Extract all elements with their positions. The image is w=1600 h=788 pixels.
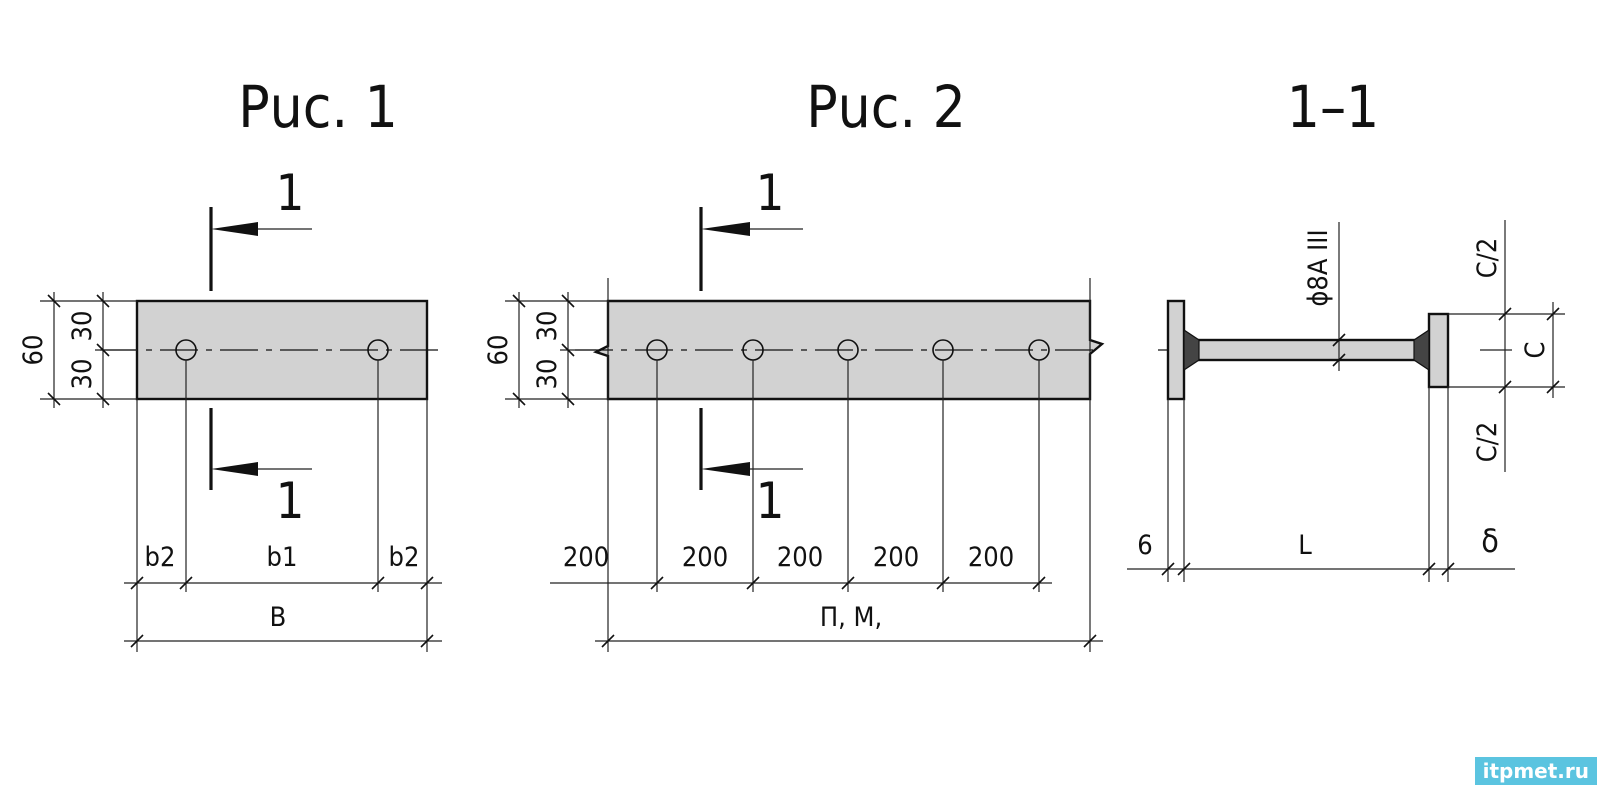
height-label: 60 <box>18 335 49 366</box>
vertical-dimensions: C/2 C C/2 <box>1448 220 1565 472</box>
half-c-label: C/2 <box>1472 238 1503 279</box>
section-mark-top: 1 <box>209 164 312 291</box>
pitch-label: 200 <box>777 542 823 573</box>
pitch-label: 200 <box>563 542 609 573</box>
weld-left <box>1183 328 1200 372</box>
half-height-label: 30 <box>532 311 563 342</box>
vertical-dimensions: 60 30 30 <box>483 292 608 408</box>
section-mark-bottom: 1 <box>209 408 312 530</box>
weld-right <box>1413 328 1430 372</box>
width-label: B <box>270 602 287 633</box>
horizontal-dimensions: 200 200 200 200 200 П, М, <box>550 278 1103 652</box>
left-plate <box>1166 299 1186 401</box>
pitch-label: 200 <box>968 542 1014 573</box>
figure-2: Рuc. 2 1 1 <box>483 73 1105 652</box>
figure-1-title: Рuc. 1 <box>238 73 398 141</box>
half-height-label: 30 <box>67 359 98 390</box>
section-number: 1 <box>276 472 305 530</box>
pitch-label: 200 <box>682 542 728 573</box>
height-label: 60 <box>483 335 514 366</box>
figure-1: Рuc. 1 1 1 <box>18 73 442 652</box>
section-number: 1 <box>756 164 785 222</box>
horizontal-dimensions: b2 b1 b2 B <box>124 360 442 652</box>
horizontal-dimensions: 6 L δ <box>1127 387 1515 582</box>
section-mark-bottom: 1 <box>699 408 803 530</box>
edge-distance-label: b2 <box>389 542 420 573</box>
right-plate <box>1427 312 1450 389</box>
hole-spacing-label: b1 <box>267 542 298 573</box>
half-height-label: 30 <box>532 359 563 390</box>
length-label: L <box>1298 530 1312 561</box>
plate-thickness-label: 6 <box>1137 530 1152 561</box>
rebar-bar <box>1191 338 1421 362</box>
section-1-1: 1–1 ϕ8A III C/2 C C/2 <box>1127 73 1565 582</box>
c-label: C <box>1520 342 1551 359</box>
section-number: 1 <box>756 472 785 530</box>
pitch-label: 200 <box>873 542 919 573</box>
figure-2-title: Рuc. 2 <box>806 73 966 141</box>
section-number: 1 <box>276 164 305 222</box>
delta-label: δ <box>1481 522 1499 560</box>
site-watermark: itpmet.ru <box>1474 757 1597 785</box>
section-title: 1–1 <box>1287 73 1379 141</box>
half-c-label: C/2 <box>1472 422 1503 463</box>
edge-distance-label: b2 <box>145 542 176 573</box>
half-height-label: 30 <box>67 311 98 342</box>
rebar-label: ϕ8A III <box>1303 229 1334 306</box>
vertical-dimensions: 60 30 30 <box>18 292 137 408</box>
section-mark-top: 1 <box>699 164 803 291</box>
length-label: П, М, <box>820 602 882 633</box>
